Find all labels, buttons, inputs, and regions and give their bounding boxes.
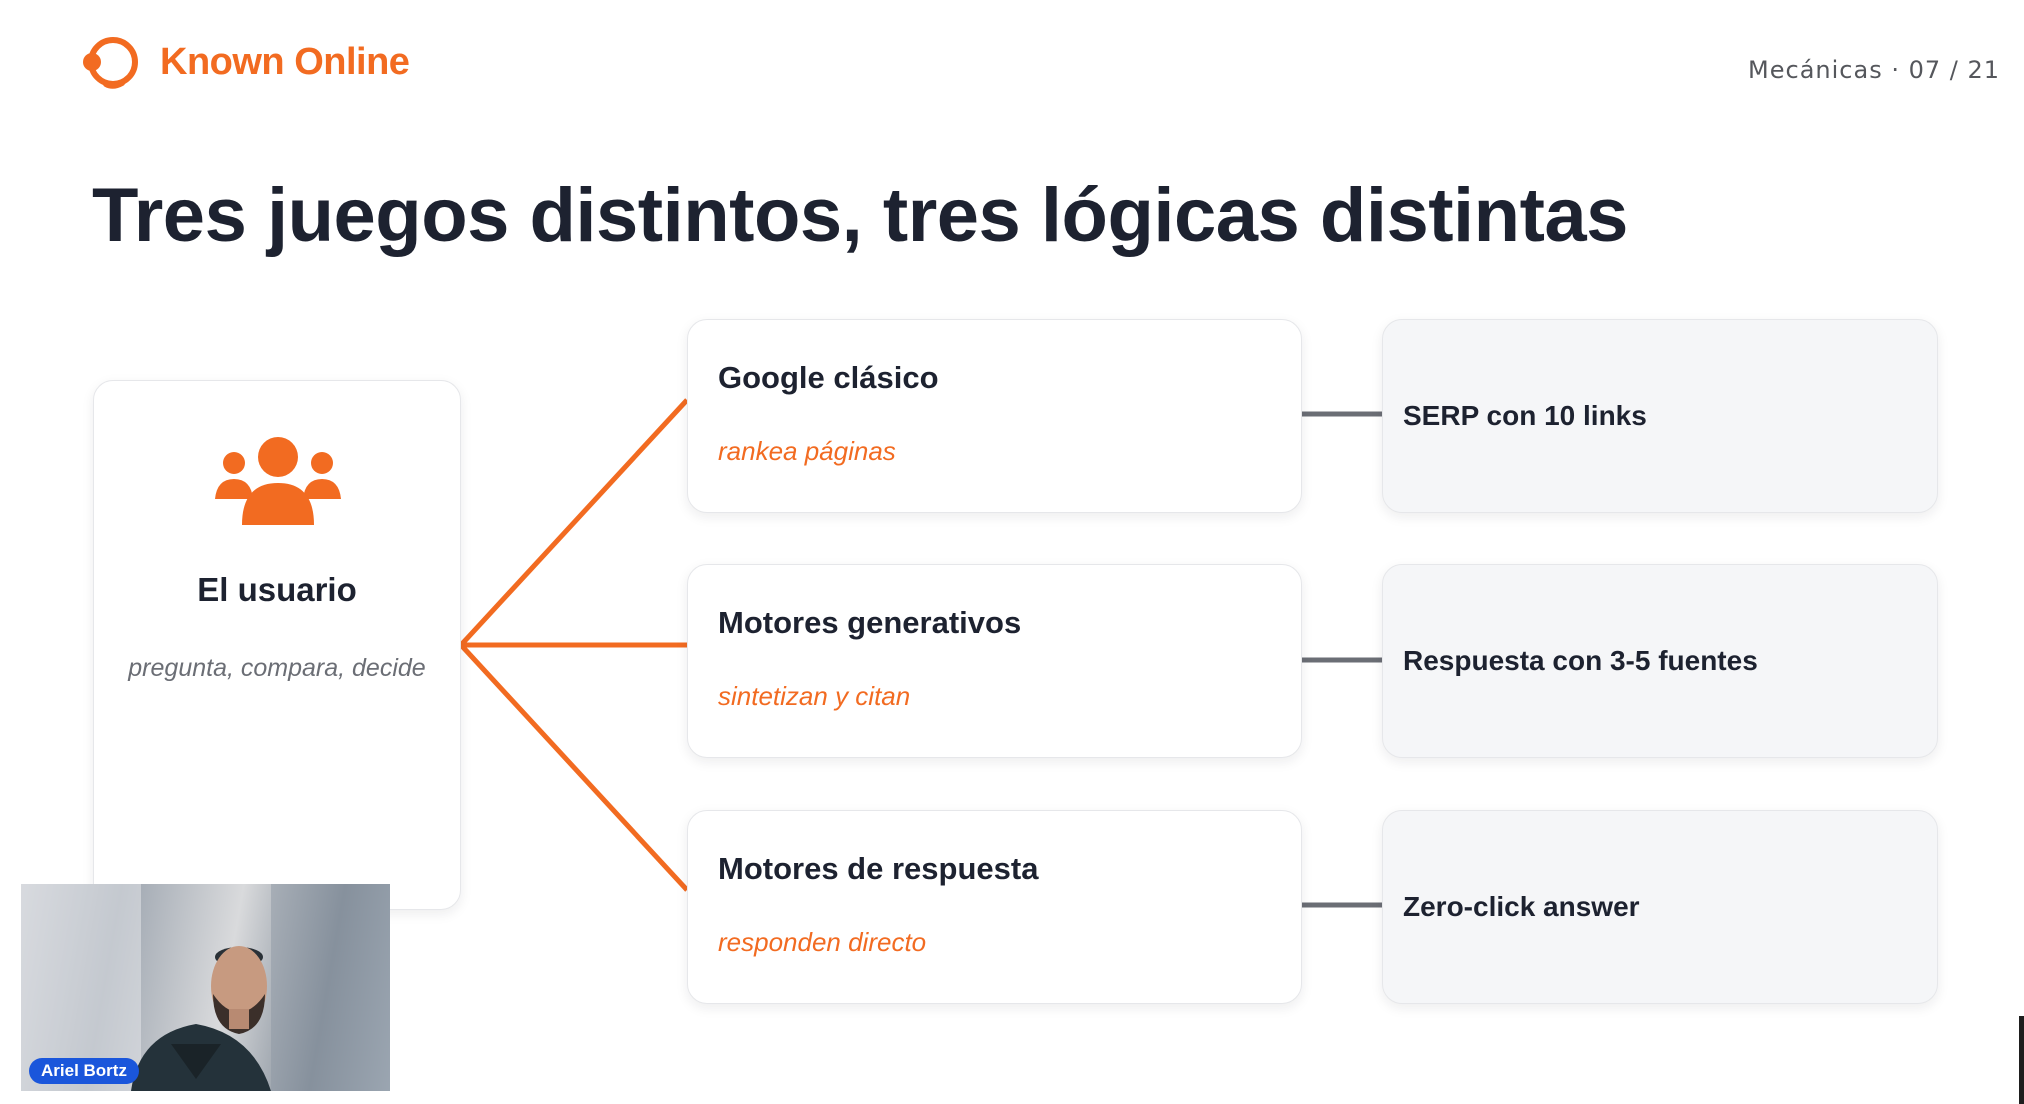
result-text: Respuesta con 3-5 fuentes <box>1403 645 1758 676</box>
engine-subtitle: responden directo <box>718 927 927 957</box>
slide-title: Tres juegos distintos, tres lógicas dist… <box>92 173 1628 258</box>
engine-title: Google clásico <box>718 360 939 395</box>
engine-card-google: Google clásico rankea páginas <box>687 319 1302 513</box>
user-card-subtitle: pregunta, compara, decide <box>128 654 426 682</box>
slide-counter: Mecánicas · 07 / 21 <box>1748 56 2000 84</box>
known-online-logo-icon <box>83 37 138 89</box>
users-group-icon <box>215 437 341 525</box>
engine-title: Motores generativos <box>718 605 1022 640</box>
user-card-title: El usuario <box>197 571 357 608</box>
engine-card-generative: Motores generativos sintetizan y citan <box>687 564 1302 758</box>
participant-video-tile[interactable]: Ariel Bortz <box>21 884 390 1091</box>
result-text: Zero-click answer <box>1403 891 1640 922</box>
result-card-sources: Respuesta con 3-5 fuentes <box>1382 564 1938 758</box>
result-card-serp: SERP con 10 links <box>1382 319 1938 513</box>
engine-card-answer: Motores de respuesta responden directo <box>687 810 1302 1004</box>
participant-video-image <box>21 884 390 1091</box>
result-text: SERP con 10 links <box>1403 400 1647 431</box>
brand-name: Known Online <box>160 40 410 83</box>
screen-edge-element <box>2019 1016 2024 1104</box>
engine-subtitle: sintetizan y citan <box>718 681 911 711</box>
brand-logo: Known Online <box>82 34 410 90</box>
user-card: El usuario pregunta, compara, decide <box>93 380 461 910</box>
branch-line-1 <box>459 398 689 647</box>
engine-title: Motores de respuesta <box>718 851 1039 886</box>
participant-name-tag: Ariel Bortz <box>29 1058 139 1084</box>
engine-subtitle: rankea páginas <box>718 436 896 466</box>
branch-line-3 <box>459 643 689 892</box>
result-card-zero-click: Zero-click answer <box>1382 810 1938 1004</box>
